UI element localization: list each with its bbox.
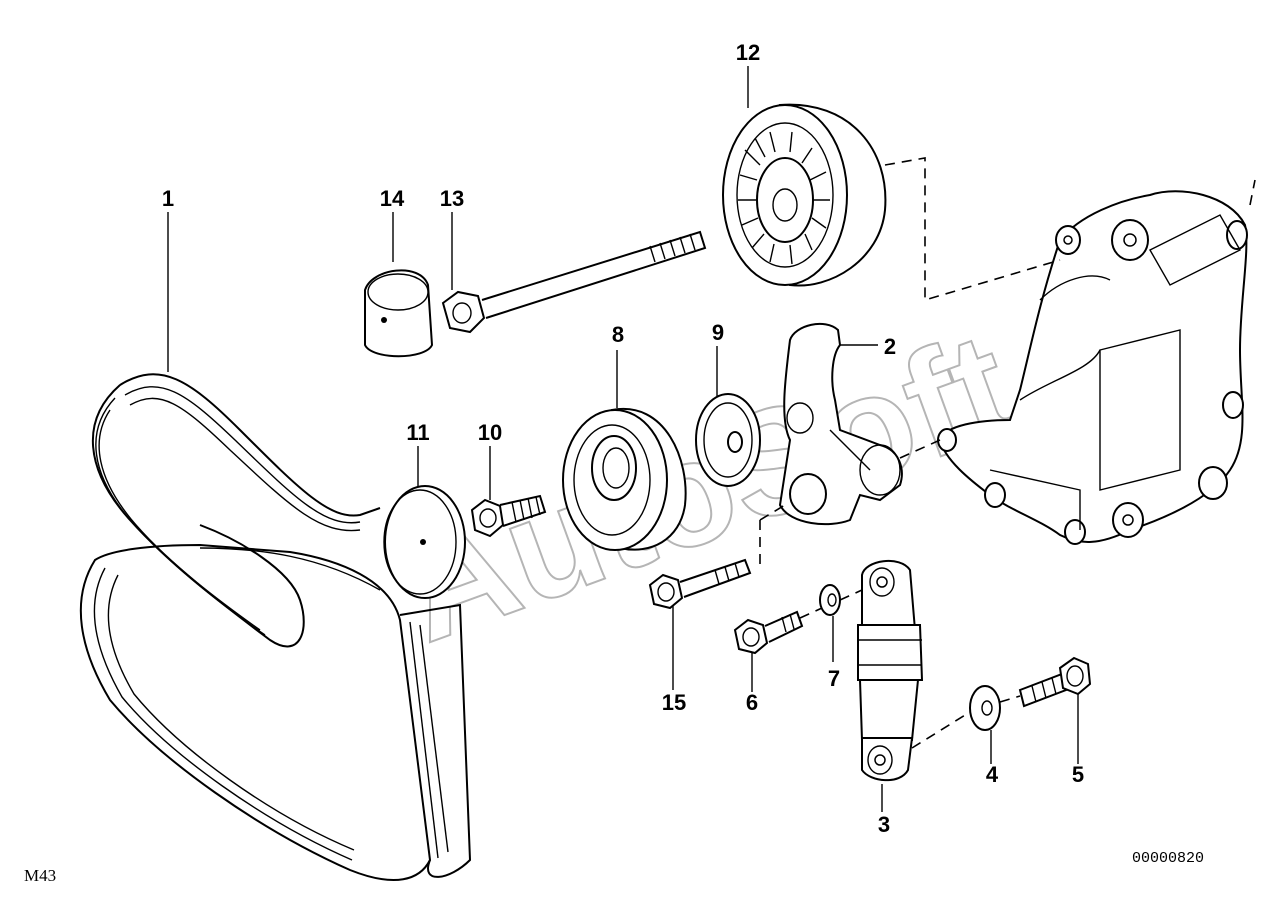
callout-9: 9 xyxy=(712,320,724,345)
diagram-number: 00000820 xyxy=(1132,850,1205,867)
part-11-flat-pulley xyxy=(383,485,466,599)
watermark-text: AutoSoft xyxy=(380,299,1032,673)
callout-1: 1 xyxy=(162,186,174,211)
callout-7: 7 xyxy=(828,666,840,691)
callout-2: 2 xyxy=(884,334,896,359)
part-5-bolt xyxy=(1018,656,1092,708)
part-8-tension-pulley xyxy=(562,407,687,551)
callout-15: 15 xyxy=(662,690,686,715)
callout-3: 3 xyxy=(878,812,890,837)
leader-lines xyxy=(167,66,1079,812)
callout-11: 11 xyxy=(406,420,429,445)
callout-10: 10 xyxy=(478,420,502,445)
callout-5: 5 xyxy=(1072,762,1084,787)
part-1-drive-belt xyxy=(79,373,472,882)
callout-12: 12 xyxy=(736,40,760,65)
callout-14: 14 xyxy=(380,186,405,211)
part-7-washer xyxy=(819,584,841,616)
part-10-bolt xyxy=(470,494,547,538)
part-9-washer xyxy=(695,393,761,487)
callout-6: 6 xyxy=(746,690,758,715)
part-13-long-bolt xyxy=(441,230,707,334)
assembly-lines xyxy=(759,157,1256,749)
callout-8: 8 xyxy=(612,322,624,347)
model-code: M43 xyxy=(24,866,57,885)
mounting-bracket xyxy=(937,190,1248,545)
callout-4: 4 xyxy=(986,762,999,787)
part-14-cap xyxy=(364,269,434,358)
part-6-bolt xyxy=(733,610,804,655)
part-3-hydraulic-damper xyxy=(857,559,924,782)
part-4-washer xyxy=(969,685,1001,731)
part-15-bolt xyxy=(648,558,752,610)
callout-numbers: 1 2 3 4 5 6 7 8 9 10 11 12 13 14 15 xyxy=(162,40,1084,837)
part-12-idler-pulley xyxy=(722,103,887,287)
watermark: AutoSoft xyxy=(379,298,1033,674)
callout-13: 13 xyxy=(440,186,464,211)
part-2-tensioner-arm xyxy=(778,322,903,526)
